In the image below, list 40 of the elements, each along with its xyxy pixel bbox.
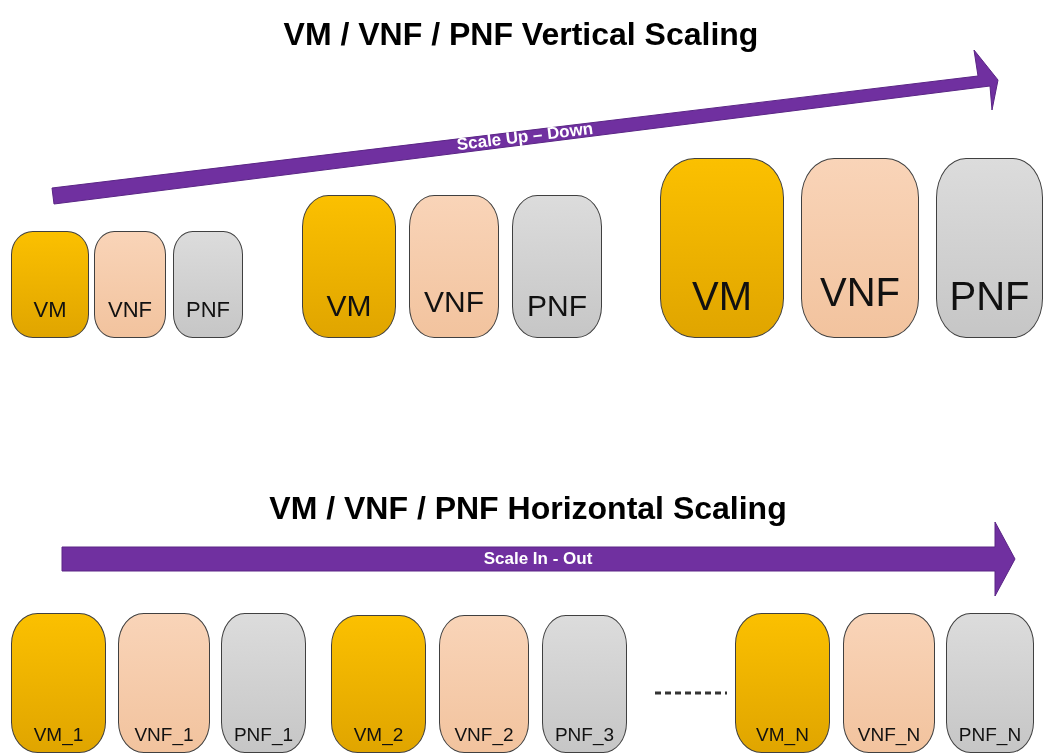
box-label: VNF [819,270,901,315]
rounded-box [735,613,830,753]
box-label: VM [325,289,373,323]
heading: VM / VNF / PNF Horizontal Scaling [269,489,787,527]
rounded-box [331,615,426,753]
arrow-label: Scale In - Out [483,549,593,569]
rounded-box [221,613,306,753]
box-label: PNF [948,274,1031,319]
heading: VM / VNF / PNF Vertical Scaling [283,15,759,53]
box-label: VM_1 [32,724,85,746]
box-label: PNF_3 [553,724,616,746]
box-label: VM [32,297,68,323]
rounded-box [542,615,627,753]
box-label: VM_N [755,724,810,746]
box-label: PNF_N [957,724,1023,746]
box-label: PNF_1 [232,724,295,746]
box-label: VNF_1 [133,724,195,746]
box-label: PNF [185,297,231,323]
rounded-box [302,195,396,338]
rounded-box [118,613,210,753]
rounded-box [512,195,602,338]
box-label: VNF [107,297,153,323]
rounded-box [11,613,106,753]
rounded-box [439,615,529,753]
rounded-box [660,158,784,338]
rounded-box [936,158,1043,338]
box-label: VNF_2 [453,724,515,746]
rounded-box [11,231,89,338]
box-label: VM [691,274,753,319]
rounded-box [843,613,935,753]
rounded-box [173,231,243,338]
arrow-label: Scale Up – Down [455,118,595,156]
box-label: VNF_N [856,724,922,746]
box-label: PNF [526,289,588,323]
rounded-box [94,231,166,338]
rounded-box [801,158,919,338]
box-label: VM_2 [352,724,405,746]
box-label: VNF [423,285,485,319]
rounded-box [946,613,1034,753]
rounded-box [409,195,499,338]
